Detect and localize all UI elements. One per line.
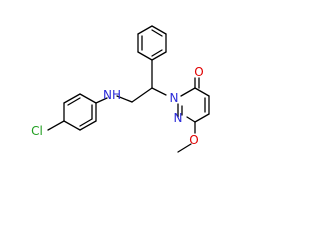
bond: [79, 120, 97, 131]
bond-inner: [67, 97, 81, 106]
bond-inner: [151, 29, 163, 37]
pyridazinone-ring: [177, 87, 210, 123]
ring-n1-label: N: [170, 91, 179, 105]
chlorophenyl-ring: [63, 93, 97, 131]
bond: [116, 95, 133, 103]
bond: [63, 120, 81, 131]
bond: [151, 25, 167, 35]
molecule-structure: Cl NH N N O O: [31, 25, 210, 153]
bond: [151, 87, 167, 96]
bond-inner: [79, 118, 93, 127]
ring-n2-label: N: [174, 111, 183, 125]
bond: [180, 87, 196, 97]
bond: [194, 87, 210, 97]
methoxy-oxygen-label: O: [189, 133, 198, 147]
bond: [194, 113, 210, 123]
bond: [79, 93, 97, 104]
bond: [151, 51, 167, 61]
amine-nh-label: NH: [103, 88, 121, 102]
bond: [177, 143, 192, 153]
bond: [186, 116, 196, 123]
bond: [137, 25, 153, 35]
bond-inner: [151, 49, 163, 57]
bond: [137, 51, 153, 61]
bond: [63, 93, 81, 104]
bond: [47, 120, 65, 131]
phenyl-ring: [137, 25, 167, 61]
carbonyl-oxygen-label: O: [194, 65, 203, 79]
chlorine-label: Cl: [31, 124, 43, 138]
bond: [131, 87, 153, 103]
bond: [95, 97, 108, 104]
